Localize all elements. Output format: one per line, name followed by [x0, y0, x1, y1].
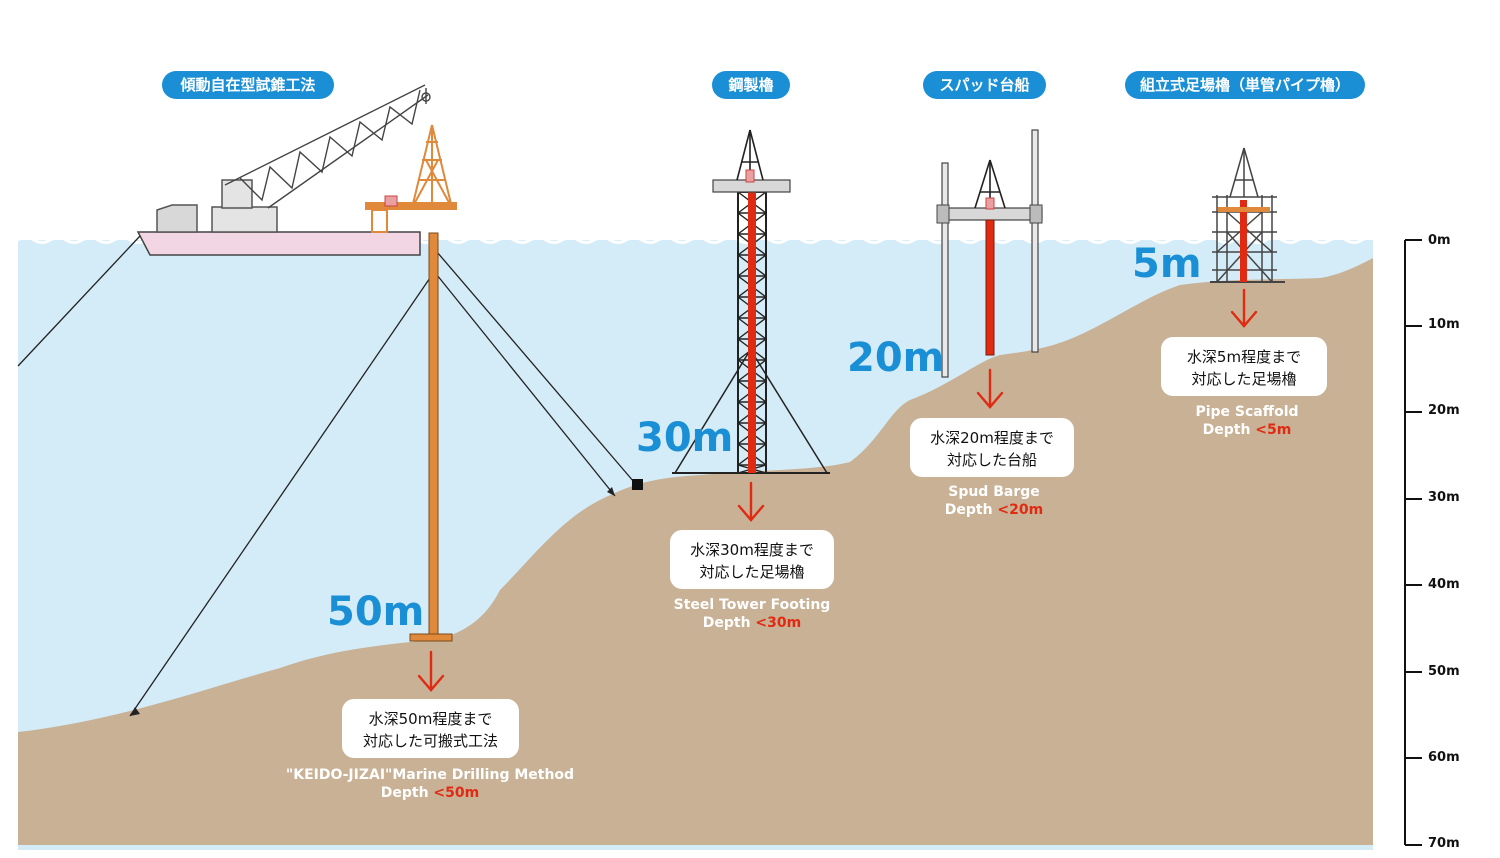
caption-name: Pipe Scaffold	[1195, 404, 1299, 420]
caption-depth: Depth <5m	[1167, 421, 1327, 439]
scaffold-casing	[1240, 200, 1247, 282]
depth-label-30m: 30m	[636, 415, 734, 461]
title-spud-barge: スパッド台船	[923, 71, 1046, 99]
scaffold-platform	[1218, 207, 1270, 212]
caption-name: Spud Barge	[948, 484, 1040, 500]
callout-line-1: 水深30m程度まで	[690, 541, 814, 559]
depth-arrows	[417, 288, 1258, 692]
caption-spud-barge: Spud Barge Depth <20m	[914, 483, 1074, 519]
spud-barge	[936, 129, 1043, 378]
depth-scale	[1404, 239, 1422, 846]
caption-keido-jizai: "KEIDO-JIZAI"Marine Drilling Method Dept…	[270, 766, 590, 802]
caption-depth: Depth <50m	[270, 784, 590, 802]
callout-spud-barge: 水深20m程度まで 対応した台船	[910, 418, 1074, 477]
callout-steel-tower: 水深30m程度まで 対応した足場櫓	[670, 530, 834, 589]
depth-tick-0m: 0m	[1428, 233, 1451, 248]
caption-name: "KEIDO-JIZAI"Marine Drilling Method	[285, 767, 575, 783]
depth-label-20m: 20m	[847, 335, 945, 381]
callout-pipe-scaffold: 水深5m程度まで 対応した足場櫓	[1161, 337, 1327, 396]
callout-line-2: 対応した台船	[946, 451, 1037, 469]
caption-pipe-scaffold: Pipe Scaffold Depth <5m	[1167, 403, 1327, 439]
caption-depth: Depth <30m	[652, 614, 852, 632]
depth-tick-10m: 10m	[1428, 317, 1460, 332]
caption-depth-prefix: Depth	[944, 502, 993, 518]
callout-line-2: 対応した足場櫓	[699, 563, 805, 581]
steel-tower	[672, 129, 830, 474]
drilling-barge	[136, 84, 457, 256]
caption-depth-value: <5m	[1255, 422, 1292, 438]
caption-depth-prefix: Depth	[1202, 422, 1251, 438]
title-keido-jizai: 傾動自在型試錐工法	[162, 71, 334, 99]
depth-tick-70m: 70m	[1428, 836, 1460, 851]
callout-line-2: 対応した可搬式工法	[362, 732, 498, 750]
caption-depth: Depth <20m	[914, 501, 1074, 519]
anchor-arrow	[130, 707, 140, 716]
depth-tick-40m: 40m	[1428, 577, 1460, 592]
callout-line-2: 対応した足場櫓	[1191, 370, 1297, 388]
depth-tick-20m: 20m	[1428, 403, 1460, 418]
callout-line-1: 水深20m程度まで	[930, 429, 1054, 447]
caption-depth-value: <20m	[997, 502, 1044, 518]
caption-name: Steel Tower Footing	[673, 597, 831, 613]
title-steel-tower: 鋼製櫓	[712, 71, 790, 99]
caption-depth-prefix: Depth	[380, 785, 429, 801]
anchor-block	[632, 479, 643, 490]
callout-line-1: 水深50m程度まで	[368, 710, 493, 728]
caption-depth-value: <30m	[755, 615, 802, 631]
caption-steel-tower: Steel Tower Footing Depth <30m	[652, 596, 852, 632]
callout-line-1: 水深5m程度まで	[1186, 348, 1302, 366]
depth-tick-60m: 60m	[1428, 750, 1460, 765]
depth-label-50m: 50m	[327, 589, 425, 635]
depth-tick-30m: 30m	[1428, 490, 1460, 505]
depth-label-5m: 5m	[1132, 241, 1202, 287]
drill-pile	[409, 232, 453, 642]
callout-keido-jizai: 水深50m程度まで 対応した可搬式工法	[342, 699, 519, 758]
caption-depth-prefix: Depth	[702, 615, 751, 631]
mooring-lines	[17, 235, 635, 717]
caption-depth-value: <50m	[433, 785, 480, 801]
title-pipe-scaffold: 組立式足場櫓（単管パイプ櫓）	[1125, 71, 1365, 99]
anchor-arrow-2	[607, 487, 615, 496]
depth-tick-50m: 50m	[1428, 664, 1460, 679]
